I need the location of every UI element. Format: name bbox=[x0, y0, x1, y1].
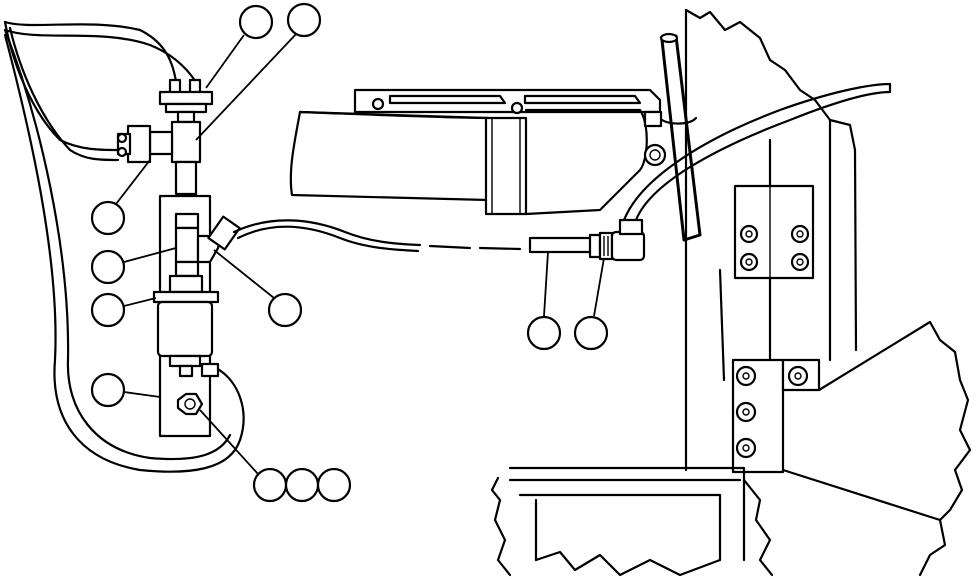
callout-10 bbox=[316, 467, 352, 503]
chassis-frame bbox=[490, 8, 972, 577]
callout-12 bbox=[573, 315, 609, 351]
callout-leaders bbox=[115, 31, 605, 475]
vertical-post bbox=[659, 32, 702, 242]
callout-circles bbox=[90, 2, 609, 503]
fitting-assembly bbox=[528, 218, 646, 262]
fuel-line bbox=[232, 219, 522, 253]
filter-bracket-assembly bbox=[116, 78, 241, 438]
callout-11 bbox=[526, 315, 562, 351]
callout-8 bbox=[252, 467, 288, 503]
callout-9 bbox=[284, 467, 320, 503]
wiring-harness bbox=[3, 20, 245, 473]
callout-1 bbox=[238, 4, 274, 40]
callout-7 bbox=[90, 372, 126, 408]
callout-3 bbox=[90, 200, 126, 236]
callout-6 bbox=[267, 292, 303, 328]
return-hose bbox=[622, 82, 892, 222]
actuator-cylinder bbox=[289, 88, 667, 216]
callout-4 bbox=[90, 249, 126, 285]
callout-5 bbox=[90, 292, 126, 328]
callout-2 bbox=[286, 2, 322, 38]
